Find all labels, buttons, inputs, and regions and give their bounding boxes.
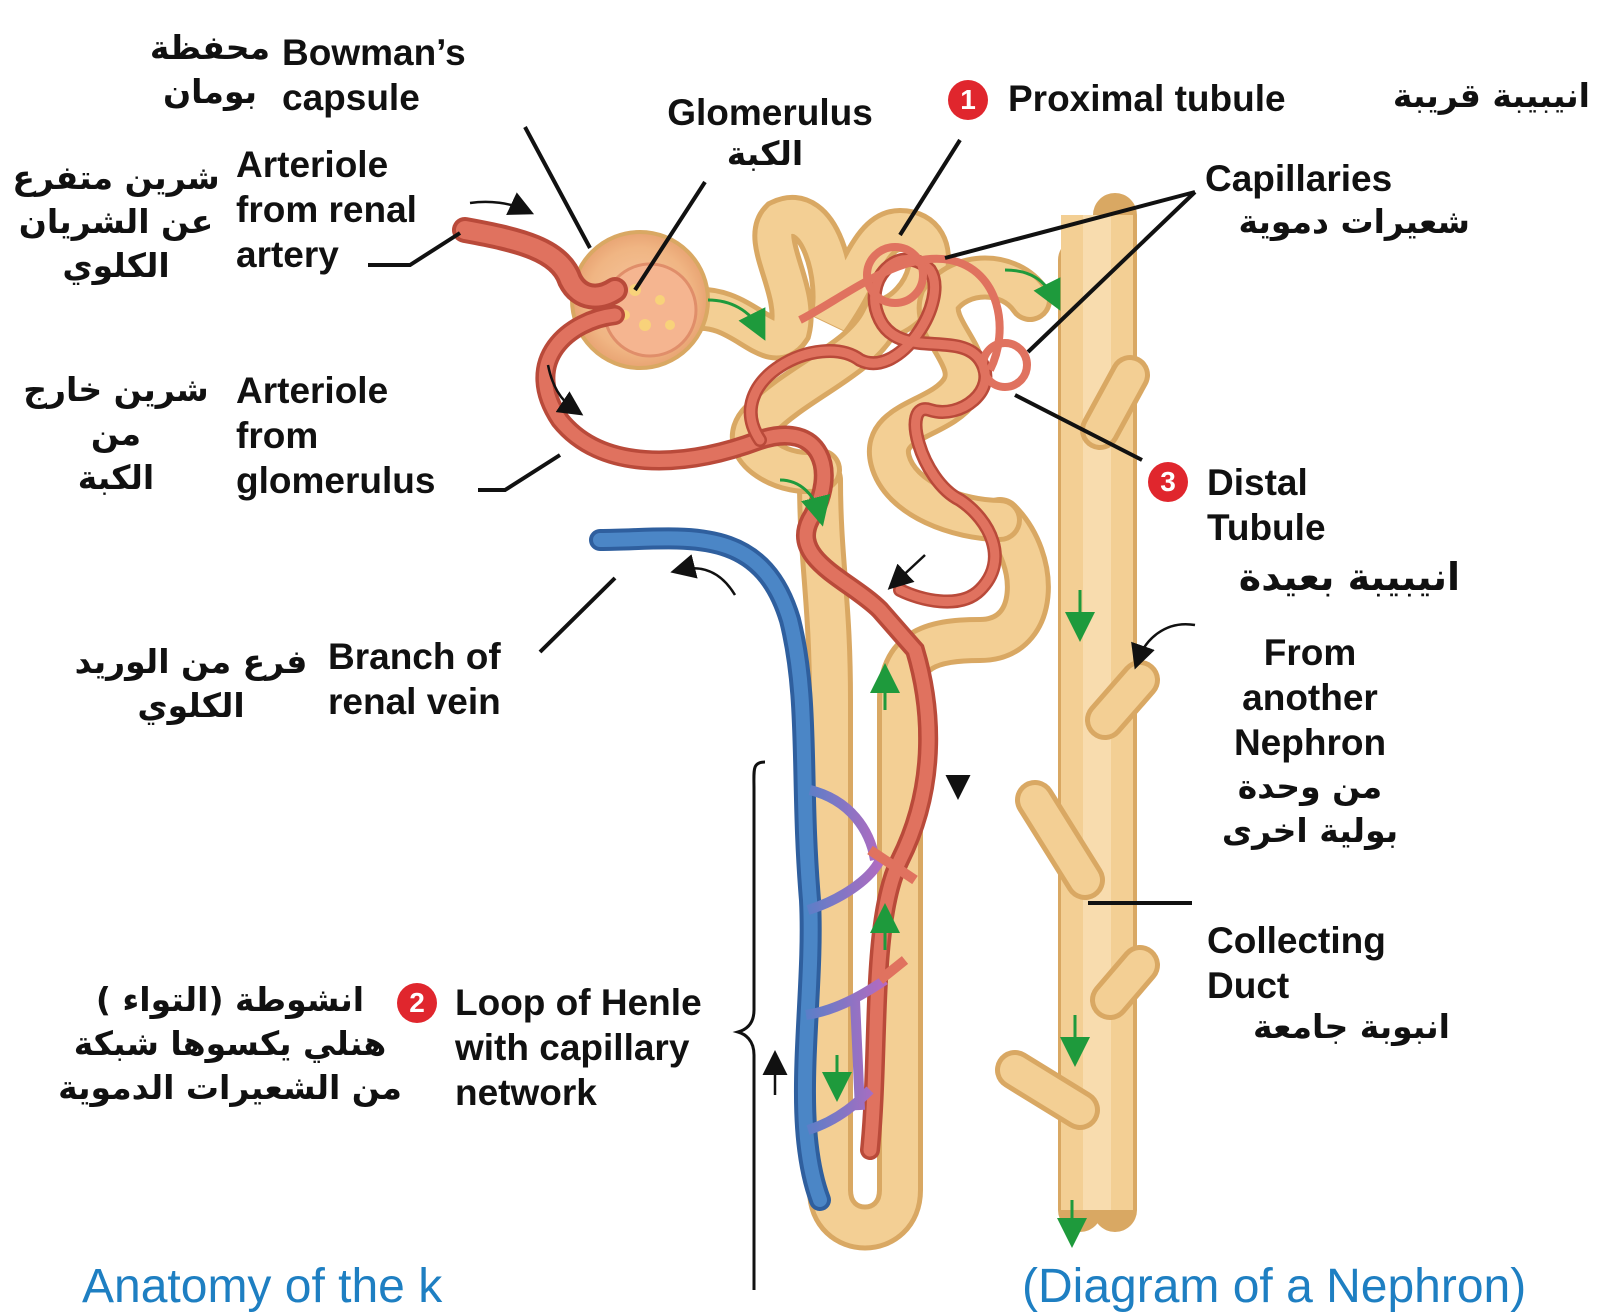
glomerulus-arabic: الكبة (690, 132, 840, 176)
caption-left: Anatomy of the k (82, 1262, 442, 1312)
capillaries-label: Capillaries (1205, 156, 1392, 201)
capillaries-arabic: شعيرات دموية (1200, 200, 1470, 244)
step-badge-3: 3 (1148, 462, 1188, 502)
collecting-duct (1015, 215, 1140, 1210)
proximal-tubule-arabic: انيبيبة قريبة (1318, 74, 1590, 118)
glomerulus-label: Glomerulus (640, 90, 900, 135)
step-badge-1: 1 (948, 80, 988, 120)
caption-right: (Diagram of a Nephron) (1022, 1262, 1526, 1312)
proximal-tubule-label: Proximal tubule (1008, 76, 1286, 121)
distal-tubule-arabic: انيبيبة بعيدة (1200, 555, 1460, 599)
henle-brace (738, 762, 765, 1290)
collecting-duct-arabic: انبوبة جامعة (1200, 1005, 1450, 1049)
